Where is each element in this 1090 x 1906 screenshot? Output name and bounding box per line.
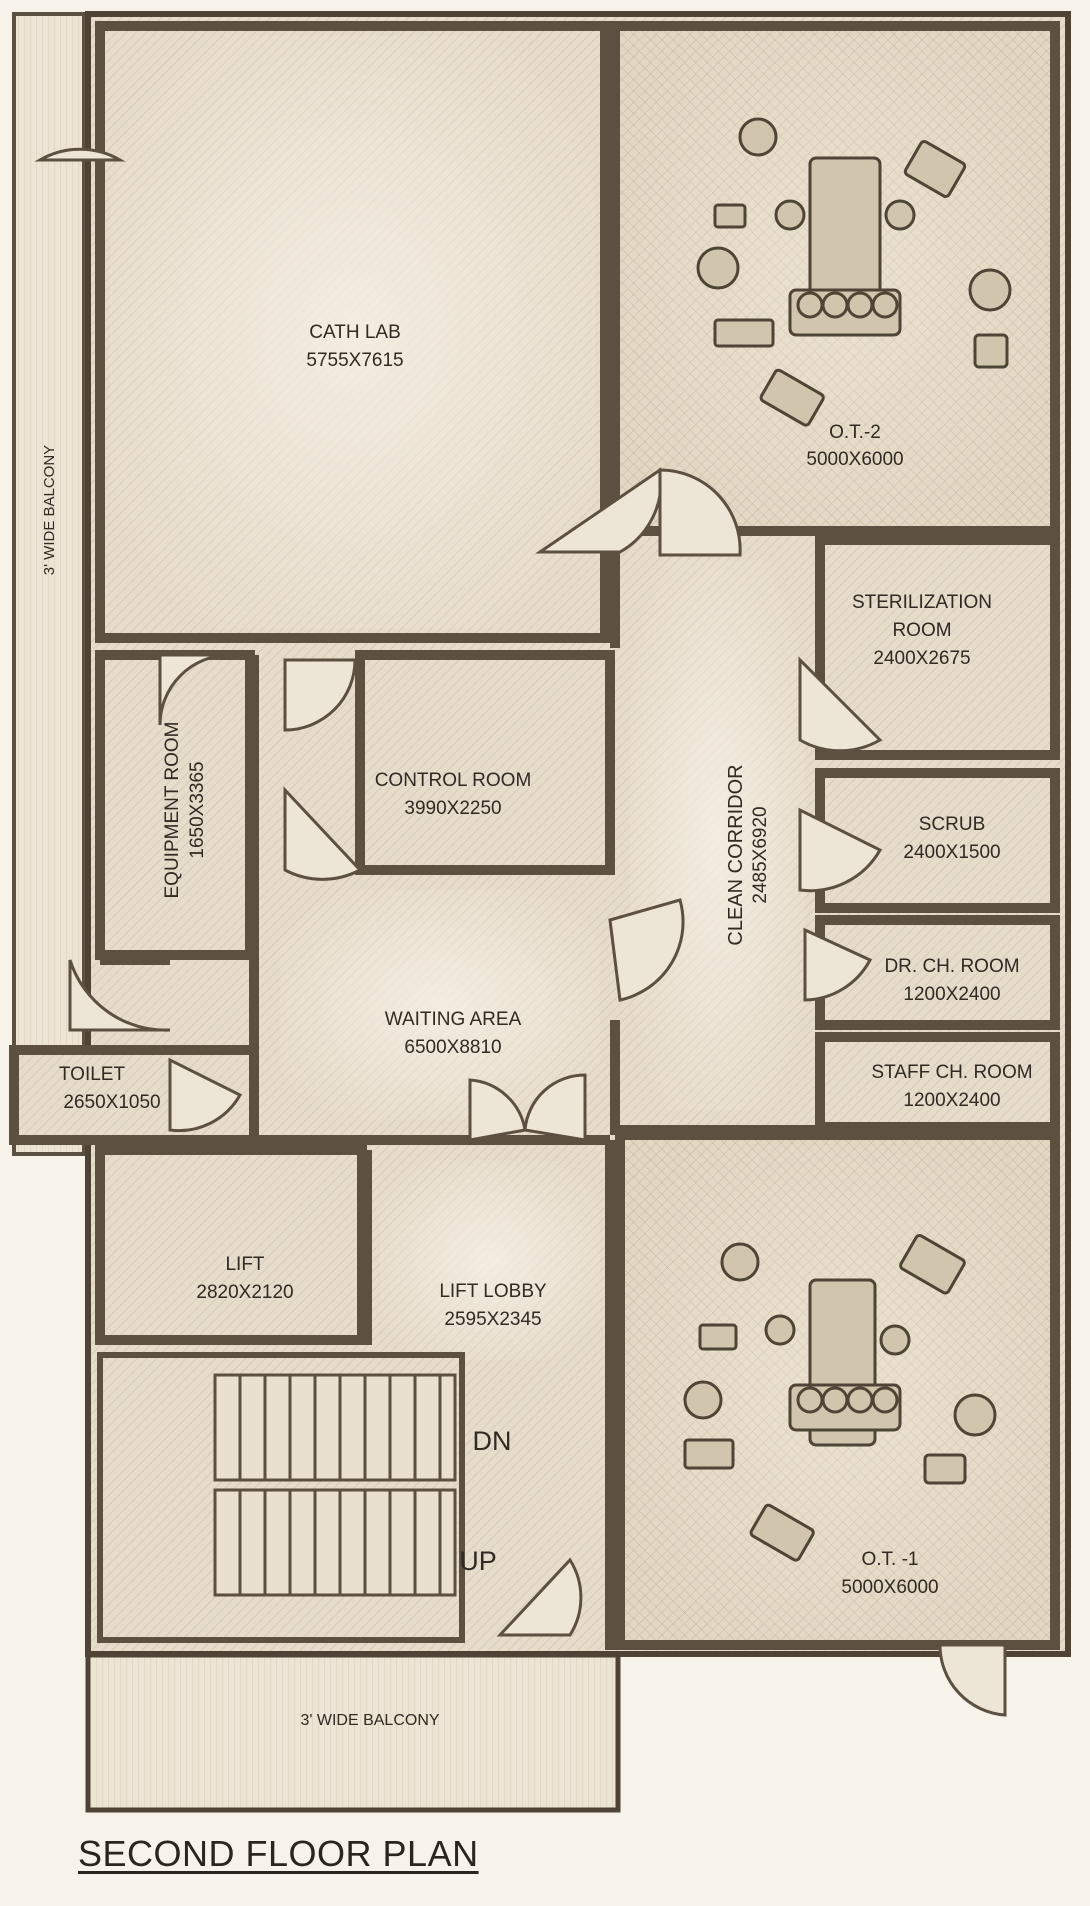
ot-2-name: O.T.-2 — [829, 422, 881, 443]
staff-ch-room-name: STAFF CH. ROOM — [871, 1062, 1032, 1083]
waiting-area-size: 6500X8810 — [404, 1037, 501, 1058]
bottom-balcony-label: 3' WIDE BALCONY — [300, 1712, 439, 1729]
plan-title: SECOND FLOOR PLAN — [78, 1833, 479, 1874]
door-swings — [34, 147, 1007, 1717]
room-waiting-area — [260, 880, 610, 1130]
lift-size: 2820X2120 — [196, 1282, 293, 1303]
dr-ch-room-name: DR. CH. ROOM — [884, 956, 1019, 977]
control-room-name: CONTROL ROOM — [375, 770, 532, 791]
stairs-down-label: DN — [473, 1426, 512, 1456]
room-clean-corridor — [620, 540, 815, 1130]
scrub-name: SCRUB — [919, 814, 986, 835]
sterilization-name-1: STERILIZATION — [852, 592, 992, 613]
room-lift — [95, 1145, 367, 1345]
staff-ch-room-size: 1200X2400 — [903, 1090, 1000, 1111]
ot-2-size: 5000X6000 — [806, 449, 903, 470]
cath-lab-name: CATH LAB — [309, 322, 401, 343]
equipment-room-size: 1650X3365 — [187, 761, 208, 858]
cath-lab-size: 5755X7615 — [306, 350, 403, 371]
toilet-size: 2650X1050 — [63, 1092, 160, 1113]
interior-walls — [100, 540, 1055, 1650]
lift-name: LIFT — [225, 1254, 264, 1275]
lift-lobby-size: 2595X2345 — [444, 1309, 541, 1330]
stairs-up-label: UP — [459, 1546, 497, 1576]
room-staff-ch — [815, 1032, 1060, 1132]
staircase — [97, 1352, 465, 1643]
clean-corridor-size: 2485X6920 — [750, 806, 771, 903]
sterilization-name-2: ROOM — [892, 620, 951, 641]
ot-1-name: O.T. -1 — [861, 1549, 918, 1570]
dr-ch-room-size: 1200X2400 — [903, 984, 1000, 1005]
room-control — [355, 650, 615, 875]
ot-1-equipment — [683, 1234, 997, 1562]
control-room-size: 3990X2250 — [404, 798, 501, 819]
sterilization-size: 2400X2675 — [873, 648, 970, 669]
side-balcony — [12, 12, 86, 1156]
scrub-size: 2400X1500 — [903, 842, 1000, 863]
lift-lobby-name: LIFT LOBBY — [439, 1281, 547, 1302]
side-balcony-label: 3' WIDE BALCONY — [41, 445, 58, 575]
room-cath-lab — [95, 21, 610, 643]
waiting-area-name: WAITING AREA — [385, 1009, 522, 1030]
toilet-name: TOILET — [59, 1064, 126, 1085]
ot-2-equipment — [696, 117, 1012, 427]
ot-1-size: 5000X6000 — [841, 1577, 938, 1598]
clean-corridor-name: CLEAN CORRIDOR — [725, 764, 747, 945]
equipment-room-name: EQUIPMENT ROOM — [162, 722, 183, 899]
bottom-balcony-slab — [85, 1652, 621, 1813]
